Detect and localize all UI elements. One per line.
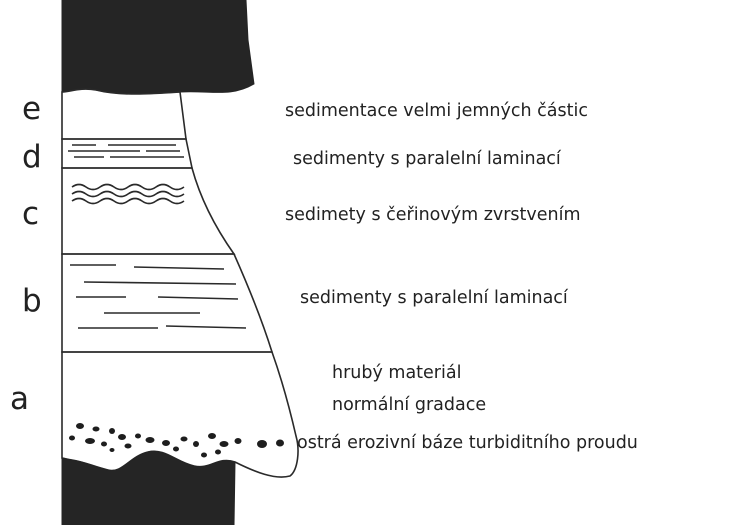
unit-e-layer bbox=[62, 89, 186, 139]
unit-c-ripple-laminae bbox=[72, 185, 184, 204]
unit-a-description-line-1: hrubý materiál bbox=[332, 363, 461, 383]
basal-pebbles bbox=[69, 423, 284, 458]
unit-d-description: sedimenty s paralelní laminací bbox=[293, 149, 562, 169]
unit-e-description: sedimentace velmi jemných částic bbox=[285, 101, 588, 121]
unit-b-layer bbox=[62, 254, 272, 352]
unit-d-letter: d bbox=[22, 139, 42, 175]
upper-rock-layer bbox=[62, 0, 254, 94]
unit-d-layer bbox=[62, 139, 192, 168]
unit-b-laminae bbox=[70, 265, 246, 328]
unit-d-laminae bbox=[68, 145, 184, 157]
unit-b-description: sedimenty s paralelní laminací bbox=[300, 288, 569, 308]
unit-a-layer bbox=[62, 352, 298, 477]
unit-c-layer bbox=[62, 168, 234, 254]
lower-rock-layer bbox=[62, 451, 235, 525]
unit-c-letter: c bbox=[22, 196, 39, 232]
unit-e-letter: e bbox=[22, 91, 41, 127]
unit-b-letter: b bbox=[22, 283, 42, 319]
erosive-base-label: ostrá erozivní báze turbiditního proudu bbox=[297, 433, 638, 453]
unit-a-description-line-2: normální gradace bbox=[332, 395, 486, 415]
unit-c-description: sedimety s čeřinovým zvrstvením bbox=[285, 205, 581, 225]
unit-a-letter: a bbox=[10, 381, 29, 417]
